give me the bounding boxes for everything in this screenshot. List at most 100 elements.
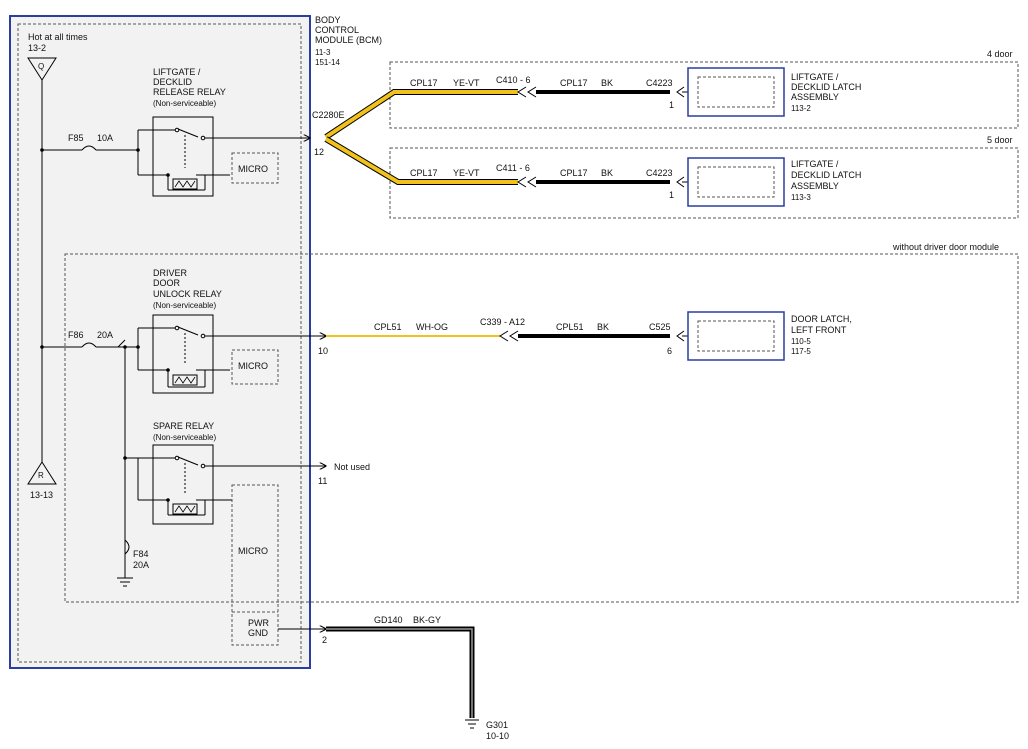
bcm-title-2: CONTROL [315,25,359,35]
bcm-inner-dashed [17,23,302,663]
driver-relay-coil-icon [172,374,198,386]
latch-5door-label-3: ASSEMBLY [791,181,839,191]
latch-5door-box [687,157,785,207]
connector-r-icon [27,461,57,485]
fuse-f84-rating: 20A [133,560,149,570]
latch-5door-label-4: 113-3 [791,193,811,202]
connector-r-ref: 13-13 [30,490,53,500]
bk-4door-label: BK [601,78,613,88]
c4223-4door-label: C4223 [646,78,673,88]
micro-3-label: MICRO [238,546,268,556]
connector-q-label: Q [38,62,44,71]
pin-6: 6 [667,346,672,356]
bk-5door-label: BK [601,168,613,178]
pin-1-4door: 1 [669,100,674,110]
door-latch-label-1: DOOR LATCH, [791,314,852,324]
liftgate-relay-box [152,116,214,197]
connector-r-label: R [38,471,44,480]
fuse-f86-rating: 20A [97,330,113,340]
ye-vt-4door-label: YE-VT [453,78,480,88]
fuse-f85-rating: 10A [97,133,113,143]
wh-og-label: WH-OG [416,322,448,332]
bcm-ref-1: 11-3 [315,48,331,57]
pin-1-5door: 1 [669,190,674,200]
bcm-ref-2: 151-14 [315,58,340,67]
c339-label: C339 - A12 [480,317,525,327]
bcm-title-1: BODY [315,15,341,25]
latch-5door-label-2: DECKLID LATCH [791,170,861,180]
fuse-f84-label: F84 [133,549,149,559]
latch-4door-label-2: DECKLID LATCH [791,82,861,92]
g301-ref: 10-10 [486,731,509,741]
five-door-label: 5 door [987,135,1013,145]
ye-vt-5door-label: YE-VT [453,168,480,178]
pin-c2280e: C2280E [312,110,345,120]
micro-box-2 [231,349,279,385]
micro-2-label: MICRO [238,361,268,371]
micro-box-1 [231,152,279,184]
cpl17-4door-label: CPL17 [410,78,438,88]
liftgate-relay-label-1: LIFTGATE / [153,67,201,77]
driver-relay-box [152,314,214,394]
latch-5door-label-1: LIFTGATE / [791,159,839,169]
spare-relay-box [152,444,214,525]
driver-relay-label-1: DRIVER [153,268,188,278]
hot-at-all-times-label: Hot at all times [28,32,88,42]
five-door-region [389,147,1019,219]
liftgate-relay-coil-icon [172,178,198,190]
fuse-f85-icon [81,145,97,151]
cpl17-5door-label: CPL17 [410,168,438,178]
gd140-label: GD140 [374,615,403,625]
door-latch-label-3: 110-5 [791,337,811,346]
driver-relay-label-4: (Non-serviceable) [153,301,216,310]
door-latch-label-2: LEFT FRONT [791,325,847,335]
c411-label: C411 - 6 [496,163,530,173]
c4223-5door-label: C4223 [646,168,673,178]
cpl17-bk-4door-label: CPL17 [560,78,588,88]
no-ddm-label: without driver door module [892,242,999,252]
bk-gy-label: BK-GY [413,615,441,625]
door-latch-box [687,311,785,361]
fuse-f86-icon [81,342,97,348]
connector-q-icon [27,57,57,81]
fuse-f86-label: F86 [68,330,84,340]
pwr-label: PWR [248,618,269,628]
pin-2: 2 [322,635,327,645]
spare-relay-label-1: SPARE RELAY [153,421,214,431]
liftgate-relay-label-3: RELEASE RELAY [153,87,226,97]
driver-relay-label-2: DOOR [153,278,181,288]
fuse-f84-icon [124,539,130,555]
bcm-title-3: MODULE (BCM) [315,35,382,45]
liftgate-relay-label-2: DECKLID [153,77,193,87]
bk-door-label: BK [597,322,609,332]
bcm-module-outline [9,15,311,669]
ground-icon [465,719,479,729]
cpl51-label: CPL51 [374,322,402,332]
g301-label: G301 [486,720,508,730]
liftgate-relay-label-4: (Non-serviceable) [153,99,216,108]
micro-1-label: MICRO [238,164,268,174]
cpl51-bk-label: CPL51 [556,322,584,332]
cpl17-bk-5door-label: CPL17 [560,168,588,178]
pin-11: 11 [318,476,327,486]
no-ddm-region [64,253,1019,603]
pin-12: 12 [314,147,324,157]
four-door-label: 4 door [987,49,1013,59]
c525-label: C525 [649,322,671,332]
wire-cpl17-ye-vt-4door [324,89,518,140]
driver-relay-label-3: UNLOCK RELAY [153,289,222,299]
latch-4door-label-1: LIFTGATE / [791,72,839,82]
pin-10: 10 [318,346,328,356]
not-used-label: Not used [334,462,370,472]
latch-4door-label-3: ASSEMBLY [791,92,839,102]
latch-4door-label-4: 113-2 [791,104,811,113]
spare-relay-coil-icon [172,503,198,515]
micro-box-3 [231,484,279,646]
wire-gd140-bk-gy [326,626,475,718]
fuse-f85-label: F85 [68,133,84,143]
door-latch-label-4: 117-5 [791,347,811,356]
latch-4door-box [687,67,785,117]
c410-label: C410 - 6 [496,75,531,85]
gnd-label: GND [248,628,269,638]
